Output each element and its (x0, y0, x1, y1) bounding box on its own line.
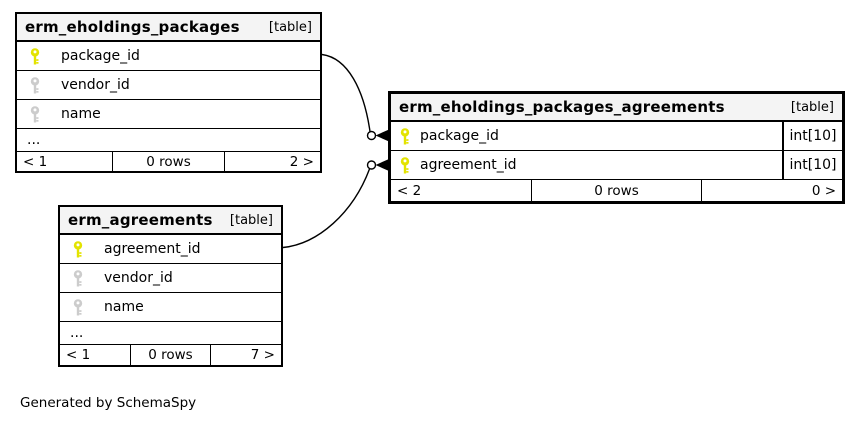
table-node-erm-eholdings-packages-agreements[interactable]: erm_eholdings_packages_agreements [table… (388, 91, 845, 204)
column-row-name: name (17, 100, 320, 129)
index-key-icon (73, 269, 83, 286)
primary-key-icon (400, 156, 410, 173)
column-name: agreement_id (420, 157, 517, 173)
index-key-icon (30, 105, 40, 122)
column-name: name (104, 299, 144, 315)
index-key-icon (73, 298, 83, 315)
parents-count: < 1 (66, 347, 91, 363)
table-header[interactable]: erm_agreements [table] (60, 207, 281, 235)
generator-caption: Generated by SchemaSpy (20, 395, 197, 411)
primary-key-icon (30, 47, 40, 64)
column-row-agreement-id: agreement_id int[10] (391, 151, 842, 180)
fk-connector-packages (321, 53, 389, 142)
table-name: erm_eholdings_packages (25, 18, 240, 36)
cardinality-circle-icon (366, 160, 377, 170)
table-footer: < 1 0 rows 2 > (17, 152, 320, 171)
column-row-package-id: package_id (17, 42, 320, 71)
row-count: 0 rows (531, 180, 702, 201)
column-name: vendor_id (104, 270, 173, 286)
fk-connector-agreements (282, 159, 389, 249)
arrowhead-icon (375, 129, 389, 142)
column-name: agreement_id (104, 241, 201, 257)
parents-count: < 1 (23, 153, 48, 170)
table-footer: < 1 0 rows 7 > (60, 345, 281, 365)
table-name: erm_agreements (68, 211, 213, 229)
primary-key-icon (400, 127, 410, 144)
children-count: 2 > (289, 153, 314, 170)
children-count: 0 > (811, 182, 837, 199)
row-count: 0 rows (111, 152, 226, 171)
cardinality-circle-icon (366, 130, 377, 141)
column-row-agreement-id: agreement_id (60, 235, 281, 264)
column-name: package_id (61, 48, 140, 64)
table-footer: < 2 0 rows 0 > (391, 180, 842, 201)
table-kind-label: [table] (229, 212, 273, 228)
table-header[interactable]: erm_eholdings_packages [table] (17, 14, 320, 42)
column-row-vendor-id: vendor_id (17, 71, 320, 100)
column-name: package_id (420, 128, 499, 144)
table-header[interactable]: erm_eholdings_packages_agreements [table… (391, 94, 842, 122)
table-kind-label: [table] (790, 99, 834, 115)
column-name: vendor_id (61, 77, 130, 93)
primary-key-icon (73, 240, 83, 257)
column-type: int[10] (782, 122, 842, 150)
column-name: name (61, 106, 101, 122)
children-count: 7 > (250, 347, 275, 363)
arrowhead-icon (375, 159, 389, 171)
truncated-columns-indicator: ... (17, 129, 320, 152)
table-name: erm_eholdings_packages_agreements (399, 98, 725, 116)
table-node-erm-agreements[interactable]: erm_agreements [table] agreement_id (58, 205, 283, 367)
column-row-vendor-id: vendor_id (60, 264, 281, 293)
index-key-icon (30, 76, 40, 93)
column-type: int[10] (782, 151, 842, 179)
truncated-columns-indicator: ... (60, 322, 281, 345)
table-kind-label: [table] (268, 19, 312, 35)
row-count: 0 rows (129, 345, 212, 365)
column-row-name: name (60, 293, 281, 322)
parents-count: < 2 (397, 182, 422, 199)
column-row-package-id: package_id int[10] (391, 122, 842, 151)
table-node-erm-eholdings-packages[interactable]: erm_eholdings_packages [table] package_i… (15, 12, 322, 173)
